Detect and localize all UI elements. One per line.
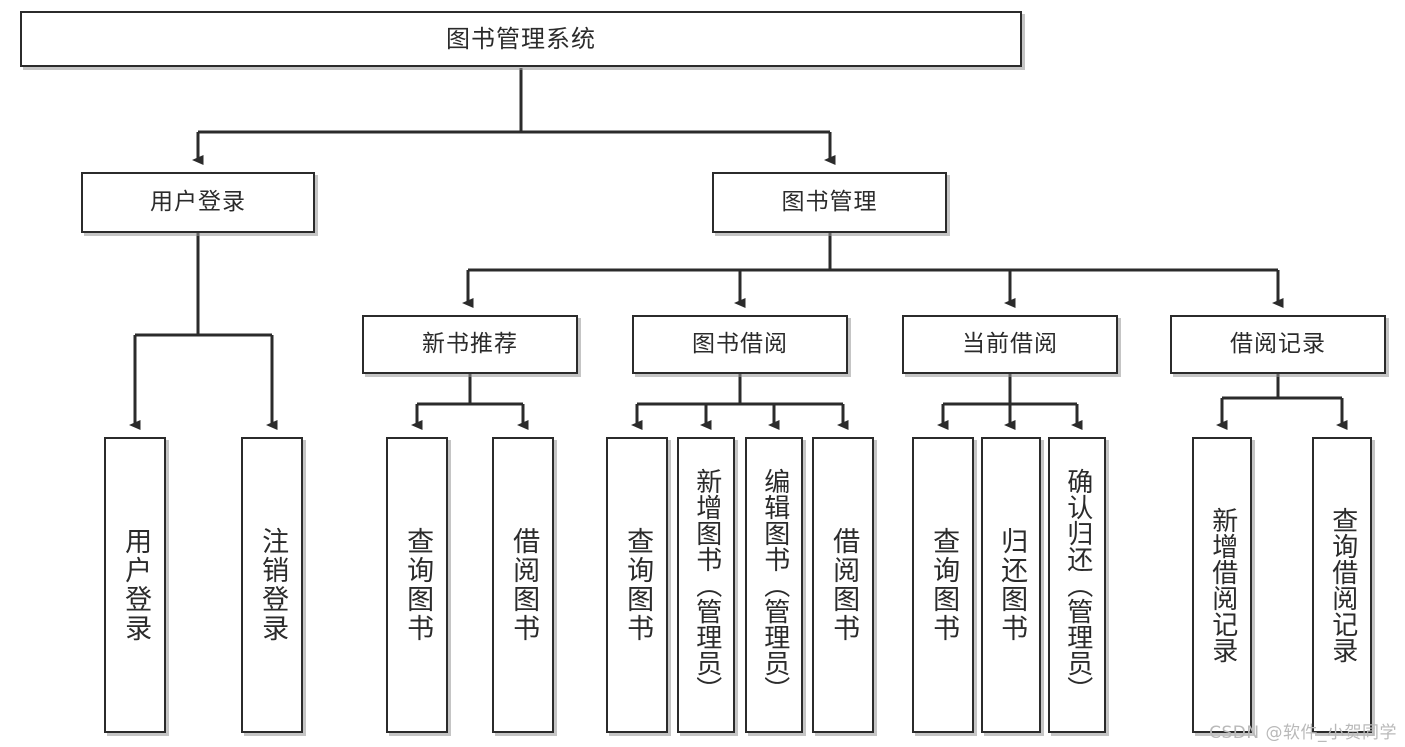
leaf-query-borrow-record[interactable]: 查询借阅记录 [1312,437,1372,733]
node-label: 图书管理 [781,189,878,215]
leaf-add-borrow-record[interactable]: 新增借阅记录 [1192,437,1252,733]
node-new-book-recommendation[interactable]: 新书推荐 [362,315,578,374]
node-label: 新增借阅记录 [1207,507,1238,663]
leaf-query-books-recommend[interactable]: 查询图书 [386,437,448,733]
leaf-add-book-admin[interactable]: 新增图书（管理员） [677,437,735,733]
leaf-confirm-return-admin[interactable]: 确认归还（管理员） [1048,437,1106,733]
node-user-login[interactable]: 用户登录 [81,172,315,233]
node-label: 借阅记录 [1230,331,1326,357]
leaf-user-login[interactable]: 用户登录 [104,437,166,733]
node-current-borrowing[interactable]: 当前借阅 [902,315,1118,374]
node-label: 图书管理系统 [446,25,596,53]
node-label: 注销登录 [257,527,289,643]
leaf-logout[interactable]: 注销登录 [241,437,303,733]
node-label: 当前借阅 [962,331,1058,357]
node-book-borrowing[interactable]: 图书借阅 [632,315,848,374]
node-label: 确认归还（管理员） [1062,468,1093,702]
leaf-edit-book-admin[interactable]: 编辑图书（管理员） [745,437,803,733]
leaf-borrow-books-recommend[interactable]: 借阅图书 [492,437,554,733]
node-label: 查询图书 [928,527,960,643]
leaf-borrow-books-borrow[interactable]: 借阅图书 [812,437,874,733]
node-root-library-management-system[interactable]: 图书管理系统 [20,11,1022,67]
node-label: 用户登录 [150,189,246,215]
node-label: 借阅图书 [508,527,540,643]
node-label: 借阅图书 [828,527,860,643]
node-label: 查询借阅记录 [1327,507,1358,663]
node-label: 新增图书（管理员） [691,468,722,702]
leaf-return-books[interactable]: 归还图书 [981,437,1041,733]
node-book-management[interactable]: 图书管理 [712,172,947,233]
node-label: 编辑图书（管理员） [759,468,790,702]
node-label: 归还图书 [996,527,1028,643]
node-label: 用户登录 [120,527,152,643]
leaf-query-books-borrow[interactable]: 查询图书 [606,437,668,733]
node-label: 图书借阅 [692,331,788,357]
node-label: 查询图书 [622,527,654,643]
node-label: 查询图书 [402,527,434,643]
node-borrow-records[interactable]: 借阅记录 [1170,315,1386,374]
node-label: 新书推荐 [422,331,518,357]
leaf-query-books-current[interactable]: 查询图书 [912,437,974,733]
